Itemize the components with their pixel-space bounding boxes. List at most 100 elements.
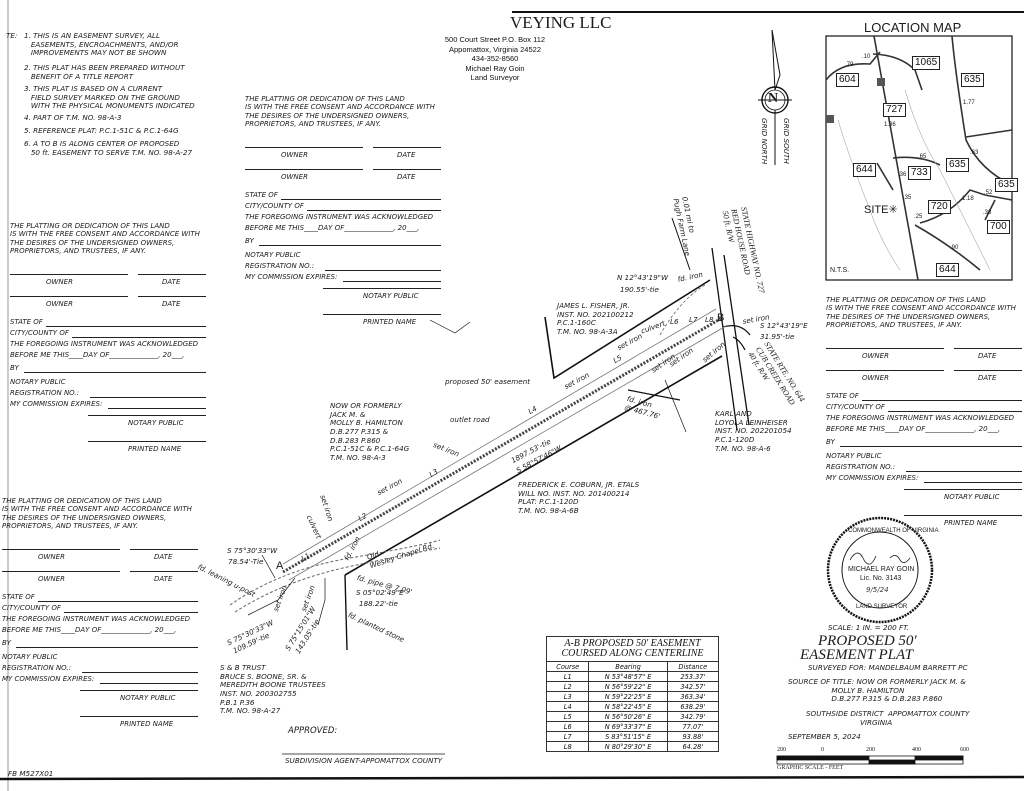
- owner-signature-line[interactable]: [2, 571, 120, 572]
- registration-line[interactable]: [82, 664, 198, 673]
- date-label: DATE: [154, 575, 173, 583]
- state-of-line[interactable]: [281, 191, 441, 200]
- notary-signature-line[interactable]: [323, 288, 441, 289]
- owner-signature-line[interactable]: [826, 370, 944, 371]
- acknowledged-row: THE FOREGOING INSTRUMENT WAS ACKNOWLEDGE…: [2, 615, 198, 626]
- by-line[interactable]: [24, 364, 206, 373]
- scale-tick: 200: [866, 747, 875, 753]
- before-me-label: BEFORE ME THIS____DAY OF______________, …: [826, 425, 1001, 433]
- grid-north-label: GRID NORTH: [760, 118, 769, 165]
- city-county-line[interactable]: [888, 403, 1022, 412]
- notary-public-label: NOTARY PUBLIC: [245, 251, 301, 259]
- by-row: BY: [826, 438, 1022, 449]
- easement-north-edge: [282, 308, 717, 565]
- route-635: 635: [995, 178, 1018, 192]
- date-line[interactable]: [138, 296, 206, 297]
- before-me-label: BEFORE ME THIS____DAY OF______________, …: [2, 626, 177, 634]
- owner-signature-line[interactable]: [10, 274, 128, 275]
- distance-cell: 342.57': [666, 681, 720, 692]
- notary-signature-line[interactable]: [904, 489, 1022, 490]
- date-line[interactable]: [954, 348, 1022, 349]
- commission-line[interactable]: [343, 273, 441, 282]
- city-county-row: CITY/COUNTY OF: [826, 403, 1022, 414]
- plat-date: SEPTEMBER 5, 2024: [788, 732, 861, 741]
- state-of-line[interactable]: [46, 318, 206, 327]
- before-me-label: BEFORE ME THIS____DAY OF______________, …: [10, 351, 185, 359]
- state-of-line[interactable]: [862, 392, 1022, 401]
- registration-line[interactable]: [90, 389, 206, 398]
- printed-name-line[interactable]: [88, 441, 206, 442]
- acknowledged-label: THE FOREGOING INSTRUMENT WAS ACKNOWLEDGE…: [245, 213, 434, 221]
- surveyor-title: Land Surveyor: [470, 73, 520, 82]
- note-2: 2. THIS PLAT HAS BEEN PREPARED WITHOUT B…: [24, 63, 185, 81]
- owner-signature-line[interactable]: [826, 348, 944, 349]
- printed-name-line[interactable]: [904, 515, 1022, 516]
- city-county-row: CITY/COUNTY OF: [245, 202, 441, 213]
- notary-signature-label: NOTARY PUBLIC: [120, 694, 176, 702]
- by-line[interactable]: [16, 639, 198, 648]
- state: VIRGINIA: [860, 718, 893, 727]
- date-line[interactable]: [130, 549, 198, 550]
- owner-signature-line[interactable]: [10, 296, 128, 297]
- before-me-label: BEFORE ME THIS____DAY OF______________, …: [245, 224, 420, 232]
- notary-signature-label: NOTARY PUBLIC: [944, 493, 1000, 501]
- mileage: .65: [918, 154, 927, 160]
- route-635: 635: [946, 158, 969, 172]
- route-604: 604: [836, 73, 859, 87]
- mileage: 1.36: [884, 122, 896, 128]
- date-line[interactable]: [130, 571, 198, 572]
- company-address: 500 Court Street P.O. Box 112 Appomattox…: [420, 35, 570, 83]
- date-line[interactable]: [138, 274, 206, 275]
- commission-line[interactable]: [100, 675, 198, 684]
- point-a: A: [276, 560, 284, 572]
- by-line[interactable]: [840, 438, 1022, 447]
- easement-south-edge: [288, 325, 727, 581]
- commission-row: MY COMMISSION EXPIRES:: [2, 675, 198, 686]
- city-county-line[interactable]: [64, 604, 198, 613]
- date-line[interactable]: [373, 147, 441, 148]
- address-line: Appomattox, Virginia 24522: [448, 44, 541, 54]
- state-of-line[interactable]: [38, 593, 198, 602]
- signature: [849, 552, 911, 565]
- mileage: .90: [950, 245, 959, 251]
- commission-line[interactable]: [108, 400, 206, 409]
- hwy727-west-edge: [711, 247, 738, 431]
- city-county-line[interactable]: [307, 202, 441, 211]
- registration-line[interactable]: [906, 463, 1022, 472]
- printed-name-line[interactable]: [323, 314, 441, 315]
- owner-signature-line[interactable]: [245, 169, 363, 170]
- mileage: 1.18: [962, 196, 974, 202]
- by-line[interactable]: [259, 237, 441, 246]
- owner-signature-line[interactable]: [2, 549, 120, 550]
- owner-signature-line[interactable]: [245, 147, 363, 148]
- plat-title-line1: PROPOSED 50': [818, 633, 917, 649]
- city-county-label: CITY/COUNTY OF: [826, 403, 885, 411]
- registration-line[interactable]: [325, 262, 441, 271]
- stone-tie-distance: 188.22'-tie: [359, 599, 398, 608]
- notary-signature-line[interactable]: [88, 415, 206, 416]
- route-644: 644: [853, 163, 876, 177]
- bearing-cell: N 53°48'57" E: [588, 671, 668, 682]
- notary-signature-line[interactable]: [80, 690, 198, 691]
- commission-line[interactable]: [924, 474, 1022, 483]
- bearing-cell: S 83°51'15" E: [588, 731, 668, 742]
- commission-label: MY COMMISSION EXPIRES:: [245, 273, 338, 281]
- date-line[interactable]: [373, 169, 441, 170]
- mileage: .35: [903, 195, 912, 201]
- course-cell: L1: [545, 671, 590, 682]
- note-4: 4. PART OF T.M. NO. 98-A-3: [24, 113, 122, 122]
- city-county-line[interactable]: [72, 329, 206, 338]
- date-line[interactable]: [954, 370, 1022, 371]
- notary-signature-row: NOTARY PUBLIC: [826, 489, 1022, 511]
- printed-name-line[interactable]: [80, 716, 198, 717]
